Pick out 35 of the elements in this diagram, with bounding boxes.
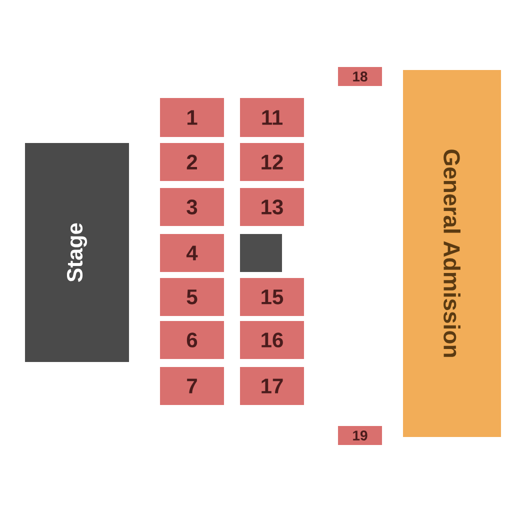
seating-section	[240, 278, 304, 316]
node-label: Stage	[66, 223, 88, 282]
seating-section	[160, 234, 224, 272]
node-label: 6	[186, 332, 198, 348]
seating-section	[160, 321, 224, 359]
seating-section	[160, 98, 224, 137]
node-label: 15	[262, 290, 284, 304]
general-admission-area	[403, 70, 501, 437]
seating-section	[240, 98, 304, 137]
node-label: 19	[353, 430, 368, 440]
node-label: 17	[262, 378, 283, 394]
node-label: 12	[262, 154, 283, 170]
seating-section	[240, 367, 304, 405]
stage-block	[25, 143, 129, 362]
node-label: 18	[353, 72, 368, 82]
seating-section	[160, 278, 224, 316]
node-label: 2	[186, 154, 197, 170]
node-label: 3	[186, 200, 198, 214]
seating-section	[240, 143, 304, 181]
node-label: 13	[262, 200, 283, 214]
node-label: 7	[187, 378, 197, 394]
seating-section	[160, 188, 224, 226]
seating-section	[240, 321, 304, 359]
node-label: 11	[262, 110, 283, 125]
node-label: 4	[186, 246, 198, 260]
seating-section	[338, 426, 382, 445]
blocked-area	[240, 234, 282, 272]
seating-section	[160, 143, 224, 181]
node-label: General Admission	[444, 150, 460, 357]
node-label: 16	[262, 332, 283, 348]
seating-section	[160, 367, 224, 405]
node-label: 1	[187, 110, 198, 125]
seating-section	[240, 188, 304, 226]
node-label: 5	[186, 290, 198, 304]
seating-section	[338, 67, 382, 86]
